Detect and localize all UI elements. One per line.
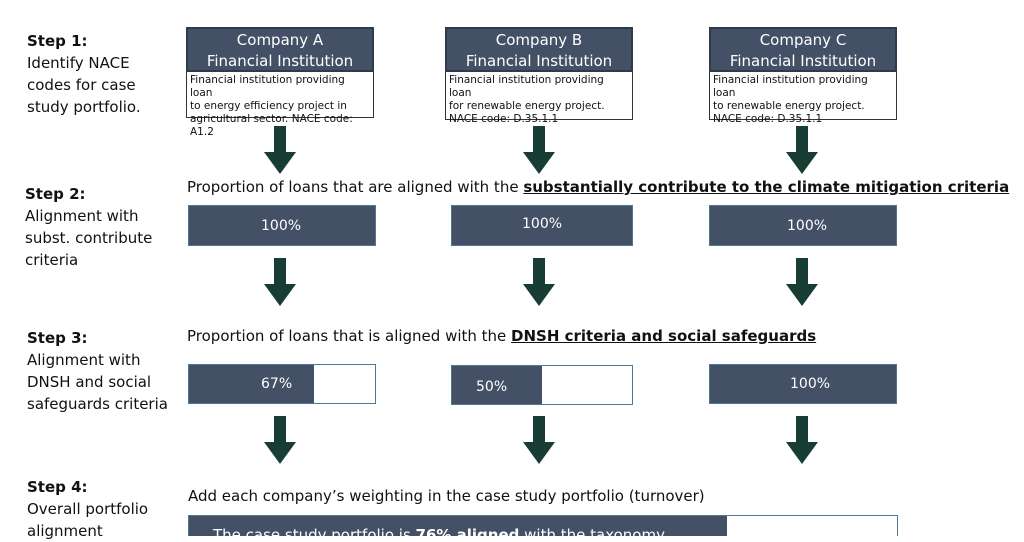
step3-line1: Alignment with [27, 351, 141, 369]
step2-bar-c: 100% [709, 205, 897, 246]
bar-fill [452, 206, 632, 245]
bar-fill [189, 365, 314, 403]
step3-line2: DNSH and social [27, 373, 152, 391]
company-c-description: Financial institution providing loan to … [709, 72, 897, 125]
company-a-desc-line: Financial institution providing loan [190, 74, 345, 99]
step3-sentence-emphasis: DNSH criteria and social safeguards [511, 327, 817, 345]
bar-fill [189, 516, 728, 536]
bar-value: 100% [790, 376, 831, 392]
company-a-desc-line: agricultural sector. NACE code: A1.2 [190, 113, 353, 138]
step4-line1: Overall portfolio [27, 500, 149, 518]
company-c-name: Company C [759, 31, 847, 49]
company-c-card: Company C Financial Institution Financia… [709, 27, 897, 125]
company-a-header: Company A Financial Institution [186, 27, 374, 72]
company-a-name: Company A [236, 31, 324, 49]
step2-line1: Alignment with [25, 207, 139, 225]
step2-sentence-prefix: Proportion of loans that are aligned wit… [187, 178, 524, 196]
step4-line2: alignment [27, 522, 103, 540]
arrow-down-icon [523, 416, 555, 464]
arrow-down-icon [786, 126, 818, 174]
bar-fill [710, 206, 896, 245]
step3-sentence-prefix: Proportion of loans that is aligned with… [187, 327, 512, 345]
arrow-down-icon [523, 258, 555, 306]
company-c-header: Company C Financial Institution [709, 27, 897, 72]
arrow-down-icon [264, 126, 296, 174]
step1-line3: study portfolio. [27, 98, 141, 116]
arrow-down-icon [264, 416, 296, 464]
step3-title: Step 3: [27, 329, 88, 347]
step2-line3: criteria [25, 251, 79, 269]
step2-sentence-emphasis: substantially contribute to the climate … [523, 178, 1010, 196]
arrow-down-icon [786, 258, 818, 306]
bar-value: 100% [522, 216, 563, 232]
bar-fill [452, 366, 542, 404]
step1-title: Step 1: [27, 32, 88, 50]
bar-value: 100% [787, 218, 828, 234]
step3-bar-a: 67% [188, 364, 376, 404]
bar-value: 67% [261, 376, 293, 392]
step4-title: Step 4: [27, 478, 88, 496]
company-b-desc-line: Financial institution providing loan [449, 74, 604, 99]
arrow-down-icon [786, 416, 818, 464]
step2-label: Step 2: Alignment with subst. contribute… [25, 183, 185, 271]
step3-bar-b: 50% [451, 365, 633, 405]
bar-value: 100% [261, 218, 302, 234]
step2-bar-a: 100% [188, 205, 376, 246]
company-b-desc-line: NACE code: D.35.1.1 [449, 113, 559, 125]
arrow-down-icon [523, 126, 555, 174]
step3-sentence: Proportion of loans that is aligned with… [187, 327, 816, 345]
step2-sentence: Proportion of loans that are aligned wit… [187, 178, 1009, 196]
company-b-type: Financial Institution [465, 52, 613, 70]
company-b-header: Company B Financial Institution [445, 27, 633, 72]
step4-result-prefix: The case study portfolio is [213, 526, 416, 536]
step4-result-bold: 76% aligned [415, 526, 520, 536]
bar-value: 50% [476, 379, 508, 395]
company-c-desc-line: to renewable energy project. [713, 100, 865, 112]
bar-fill [189, 206, 375, 245]
company-c-desc-line: Financial institution providing loan [713, 74, 868, 99]
company-b-desc-line: for renewable energy project. [449, 100, 605, 112]
arrow-down-icon [264, 258, 296, 306]
step2-title: Step 2: [25, 185, 86, 203]
step4-result-suffix: with the taxonomy [519, 526, 665, 536]
step1-label: Step 1: Identify NACE codes for case stu… [27, 30, 187, 118]
step4-result-text: The case study portfolio is 76% aligned … [213, 527, 665, 536]
step4-label: Step 4: Overall portfolio alignment [27, 476, 187, 542]
company-a-desc-line: to energy efficiency project in [190, 100, 347, 112]
company-b-name: Company B [495, 31, 583, 49]
company-a-type: Financial Institution [206, 52, 354, 70]
company-b-description: Financial institution providing loan for… [445, 72, 633, 125]
step4-result-bar: The case study portfolio is 76% aligned … [188, 515, 898, 536]
step2-line2: subst. contribute [25, 229, 153, 247]
step3-line3: safeguards criteria [27, 395, 168, 413]
company-a-card: Company A Financial Institution Financia… [186, 27, 374, 138]
company-c-type: Financial Institution [729, 52, 877, 70]
company-a-description: Financial institution providing loan to … [186, 72, 374, 138]
company-c-desc-line: NACE code: D.35.1.1 [713, 113, 823, 125]
step3-bar-c: 100% [709, 364, 897, 404]
bar-fill [710, 365, 896, 403]
step2-bar-b: 100% [451, 205, 633, 246]
step1-line2: codes for case [27, 76, 136, 94]
step1-line1: Identify NACE [27, 54, 130, 72]
step3-label: Step 3: Alignment with DNSH and social s… [27, 327, 197, 415]
step4-sentence: Add each company’s weighting in the case… [188, 487, 705, 505]
company-b-card: Company B Financial Institution Financia… [445, 27, 633, 125]
